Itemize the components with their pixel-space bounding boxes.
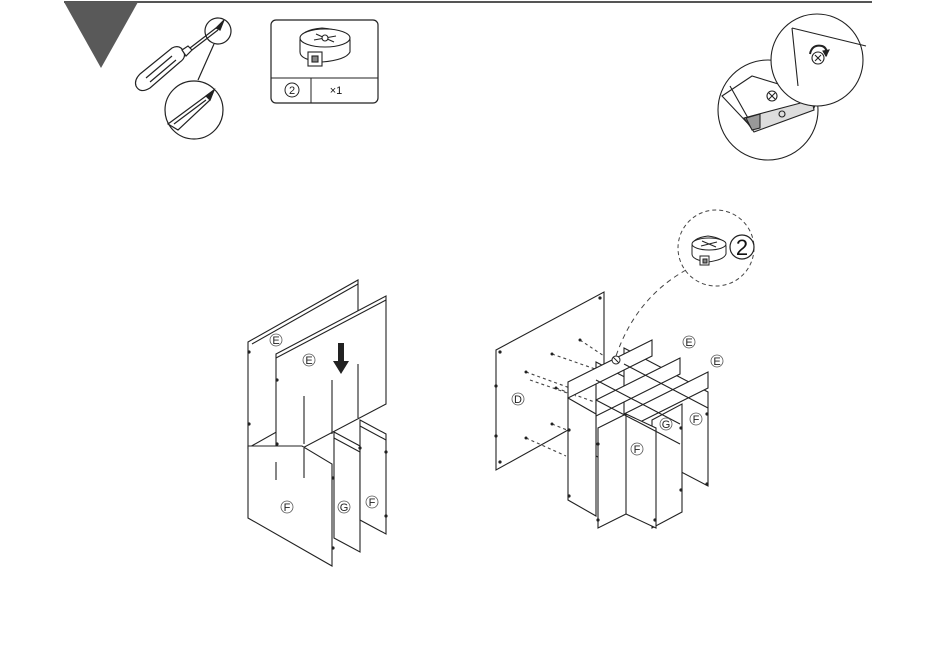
label-right-f-side: F bbox=[693, 414, 700, 426]
panel-right-f bbox=[360, 420, 386, 534]
panel-f-left bbox=[568, 398, 596, 516]
label-right-d: D bbox=[514, 394, 522, 406]
parts-box-quantity: ×1 bbox=[330, 85, 343, 97]
label-left-g: G bbox=[340, 502, 349, 514]
label-right-g: G bbox=[662, 419, 671, 431]
label-right-e2: E bbox=[713, 356, 720, 368]
detail-rotate-cam bbox=[771, 14, 866, 106]
label-left-f: F bbox=[284, 502, 291, 514]
callout-cam-lock bbox=[616, 210, 754, 356]
parts-box: 2 ×1 bbox=[271, 20, 378, 103]
step-marker bbox=[64, 2, 138, 68]
installed-cam-lock bbox=[612, 356, 620, 364]
label-right-f-front: F bbox=[634, 444, 641, 456]
cam-screw-icon bbox=[767, 91, 777, 101]
label-right-e1: E bbox=[685, 337, 692, 349]
panel-f-front bbox=[598, 414, 656, 528]
label-left-right-f: F bbox=[369, 497, 376, 509]
callout-part-number: 2 bbox=[736, 235, 748, 260]
phillips-tip-magnified-icon bbox=[165, 81, 223, 139]
label-left-front-e: E bbox=[305, 355, 312, 367]
parts-box-part-number: 2 bbox=[289, 85, 295, 97]
phillips-screwdriver-icon bbox=[136, 18, 232, 91]
label-left-back-e: E bbox=[272, 335, 279, 347]
right-assembly bbox=[494, 292, 708, 528]
left-assembly bbox=[247, 280, 387, 566]
